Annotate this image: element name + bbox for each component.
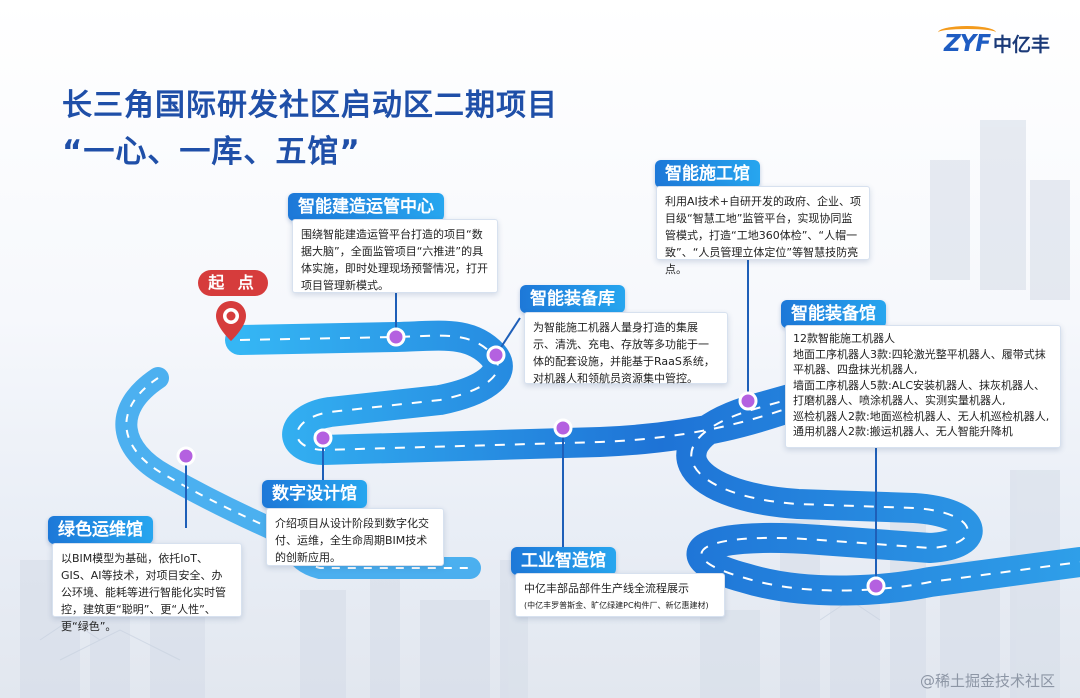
- card-industrial-hall-text: 中亿丰部品部件生产线全流程展示: [524, 582, 689, 595]
- node-digital-design: [313, 428, 333, 448]
- label-green-ops-hall: 绿色运维馆: [48, 516, 153, 544]
- logo-mark: ZYF: [937, 25, 997, 57]
- card-digital-design-hall: 介绍项目从设计阶段到数字化交付、运维，全生命周期BIM技术的创新应用。: [266, 508, 444, 566]
- location-pin-icon: [216, 301, 246, 341]
- card-industrial-hall-note: (中亿丰罗普斯金、旷亿绿建PC构件厂、新亿惠建材): [524, 601, 709, 610]
- card-equipment-hall: 12款智能施工机器人 地面工序机器人3款:四轮激光整平机器人、履带式抹平机器、四…: [785, 325, 1061, 448]
- page-title: 长三角国际研发社区启动区二期项目: [62, 88, 558, 123]
- company-logo: ZYF 中亿丰: [937, 25, 1051, 57]
- node-construction-hall: [738, 391, 758, 411]
- card-industrial-hall: 中亿丰部品部件生产线全流程展示 (中亿丰罗普斯金、旷亿绿建PC构件厂、新亿惠建材…: [515, 573, 725, 617]
- label-digital-design-hall: 数字设计馆: [262, 480, 367, 508]
- logo-text: 中亿丰: [993, 34, 1051, 56]
- card-control-center-text: 围绕智能建造运管平台打造的项目“数据大脑”，全面监管项目“六推进”的具体实施，即…: [301, 228, 488, 292]
- node-industrial-hall: [553, 418, 573, 438]
- node-green-ops: [176, 446, 196, 466]
- card-equipment-library-text: 为智能施工机器人量身打造的集展示、清洗、充电、存放等多功能于一体的配套设施，并能…: [533, 321, 715, 385]
- card-control-center: 围绕智能建造运管平台打造的项目“数据大脑”，全面监管项目“六推进”的具体实施，即…: [292, 219, 498, 293]
- label-construction-hall: 智能施工馆: [655, 160, 760, 188]
- card-green-ops-hall: 以BIM模型为基础，依托IoT、GIS、AI等技术，对项目安全、办公环境、能耗等…: [52, 543, 242, 633]
- road-lane-markings: [239, 334, 1080, 592]
- node-equipment-hall: [866, 576, 886, 596]
- card-equipment-hall-line-5: 通用机器人2款:搬运机器人、无人智能升降机: [793, 425, 1013, 438]
- start-badge: 起 点: [198, 270, 268, 296]
- card-equipment-hall-line-2: 地面工序机器人3款:四轮激光整平机器人、履带式抹平机器、四盘抹光机器人,: [793, 347, 1046, 377]
- card-equipment-hall-line-1: 12款智能施工机器人: [793, 332, 895, 345]
- label-equipment-hall: 智能装备馆: [781, 300, 886, 328]
- card-equipment-hall-line-3: 墙面工序机器人5款:ALC安装机器人、抹灰机器人、打磨机器人、喷涂机器人、实测实…: [793, 378, 1046, 408]
- label-control-center: 智能建造运管中心: [288, 193, 444, 221]
- card-equipment-hall-line-4: 巡检机器人2款:地面巡检机器人、无人机巡检机器人,: [793, 409, 1050, 423]
- label-equipment-library: 智能装备库: [520, 285, 625, 313]
- label-industrial-hall: 工业智造馆: [511, 547, 616, 575]
- card-equipment-library: 为智能施工机器人量身打造的集展示、清洗、充电、存放等多功能于一体的配套设施，并能…: [524, 312, 728, 385]
- card-green-ops-hall-text: 以BIM模型为基础，依托IoT、GIS、AI等技术，对项目安全、办公环境、能耗等…: [61, 552, 226, 633]
- page-subtitle: “一心、一库、五馆”: [62, 134, 361, 170]
- card-construction-hall-text: 利用AI技术+自研开发的政府、企业、项目级“智慧工地”监管平台，实现协同监管模式…: [665, 195, 861, 276]
- card-construction-hall: 利用AI技术+自研开发的政府、企业、项目级“智慧工地”监管平台，实现协同监管模式…: [656, 186, 870, 276]
- card-digital-design-hall-text: 介绍项目从设计阶段到数字化交付、运维，全生命周期BIM技术的创新应用。: [275, 517, 429, 564]
- node-control-center: [386, 327, 406, 347]
- node-equipment-library: [486, 345, 506, 365]
- watermark: @稀土掘金技术社区: [920, 672, 1056, 690]
